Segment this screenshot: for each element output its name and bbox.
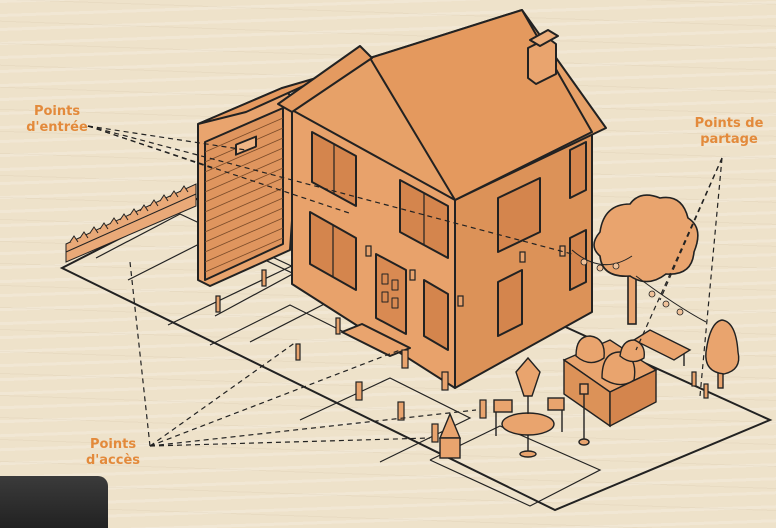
fence xyxy=(66,184,196,262)
patio-table xyxy=(494,358,564,457)
tree xyxy=(594,195,698,324)
planter xyxy=(564,336,656,426)
patio-heater xyxy=(440,414,460,458)
label-points-acces: Points d'accès xyxy=(70,437,156,469)
shrub xyxy=(706,320,739,388)
label-points-partage: Points de partage xyxy=(684,116,774,148)
house xyxy=(278,10,606,388)
lamp-post xyxy=(579,384,589,445)
label-points-entree: Points d'entrée xyxy=(14,104,100,136)
device-edge xyxy=(0,476,108,528)
